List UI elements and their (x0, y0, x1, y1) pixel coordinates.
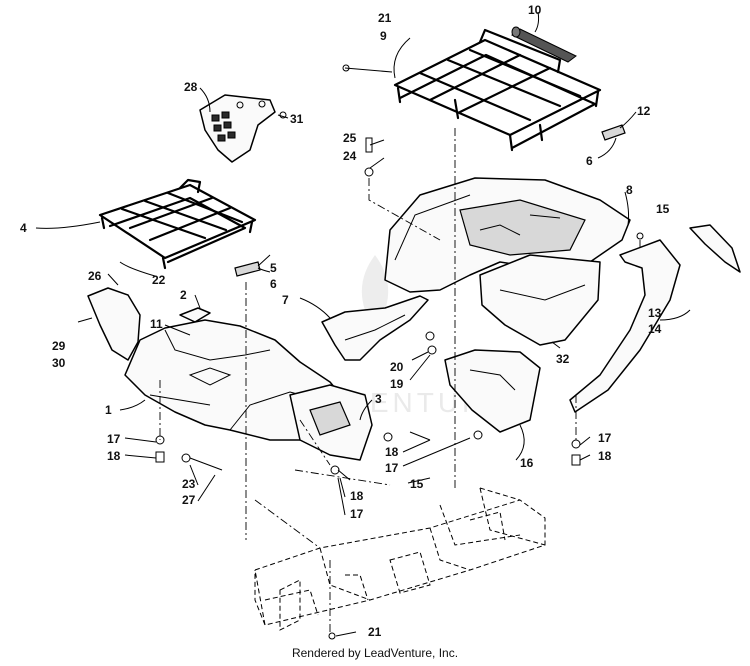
callout-22: 22 (152, 273, 166, 287)
leader-lines (35, 11, 691, 637)
callout-6-left: 6 (270, 277, 277, 291)
part-2-cap (179, 307, 211, 323)
callout-21: 21 (378, 11, 392, 25)
part-12-pad (601, 124, 626, 141)
callout-16: 16 (520, 456, 534, 470)
bolt-27 (189, 457, 223, 471)
callout-17-right: 17 (598, 431, 612, 445)
callout-31: 31 (290, 112, 304, 126)
callout-8: 8 (626, 183, 633, 197)
washer-23 (181, 453, 191, 463)
nut-24 (364, 167, 374, 177)
callout-10: 10 (528, 3, 542, 17)
callout-30: 30 (52, 356, 66, 370)
part-16-side-panel (444, 349, 541, 433)
part-14-flap (689, 224, 741, 273)
callout-4: 4 (20, 221, 27, 235)
callout-18-mid: 18 (385, 445, 399, 459)
callout-26: 26 (88, 269, 102, 283)
callout-17-bottom: 17 (350, 507, 364, 521)
callout-23: 23 (182, 477, 196, 491)
callout-19: 19 (390, 377, 404, 391)
part-4-front-rack (98, 178, 257, 270)
callout-18-bottom: 18 (350, 489, 364, 503)
rendered-by-credit: Rendered by LeadVenture, Inc. (291, 646, 459, 660)
callout-29: 29 (52, 339, 66, 353)
callout-13: 13 (648, 306, 662, 320)
callout-15-bottom: 15 (410, 477, 424, 491)
part-28-panel (199, 94, 276, 163)
callout-9: 9 (380, 29, 387, 43)
callout-18-left: 18 (107, 449, 121, 463)
callout-18-right: 18 (598, 449, 612, 463)
callout-3: 3 (375, 392, 382, 406)
callout-15-top: 15 (656, 202, 670, 216)
bolt-25 (365, 137, 373, 153)
part-32-inner-fender (479, 254, 601, 346)
callout-7: 7 (282, 293, 289, 307)
fastener-31 (279, 111, 287, 119)
callouts: 21 9 10 28 31 12 25 24 6 8 15 4 22 5 6 2… (20, 3, 670, 639)
part-10-roll-pad (511, 26, 577, 63)
callout-14: 14 (648, 322, 662, 336)
callout-1: 1 (105, 403, 112, 417)
assembly-lines (159, 128, 641, 632)
callout-11: 11 (150, 317, 163, 331)
callout-17-mid: 17 (385, 461, 399, 475)
callout-5: 5 (270, 261, 277, 275)
part-1-front-fender (124, 319, 346, 441)
callout-32: 32 (556, 352, 570, 366)
part-9-rear-rack (393, 28, 602, 152)
part-3-fender-panel (289, 384, 373, 461)
hardware (155, 64, 644, 640)
bolt-21 (344, 67, 393, 73)
callout-21-bottom: 21 (368, 625, 382, 639)
part-26-deflector (87, 287, 141, 361)
callout-17-left: 17 (107, 432, 121, 446)
callout-2: 2 (180, 288, 187, 302)
part-7-panel (321, 295, 429, 361)
part-5-pad (234, 261, 261, 277)
callout-6-top: 6 (586, 154, 593, 168)
part-13-fender-flare (569, 239, 681, 413)
callout-28: 28 (184, 80, 198, 94)
frame-chassis (254, 487, 546, 631)
callout-25: 25 (343, 131, 357, 145)
callout-20: 20 (390, 360, 404, 374)
callout-27: 27 (182, 493, 196, 507)
callout-12: 12 (637, 104, 651, 118)
callout-24: 24 (343, 149, 357, 163)
